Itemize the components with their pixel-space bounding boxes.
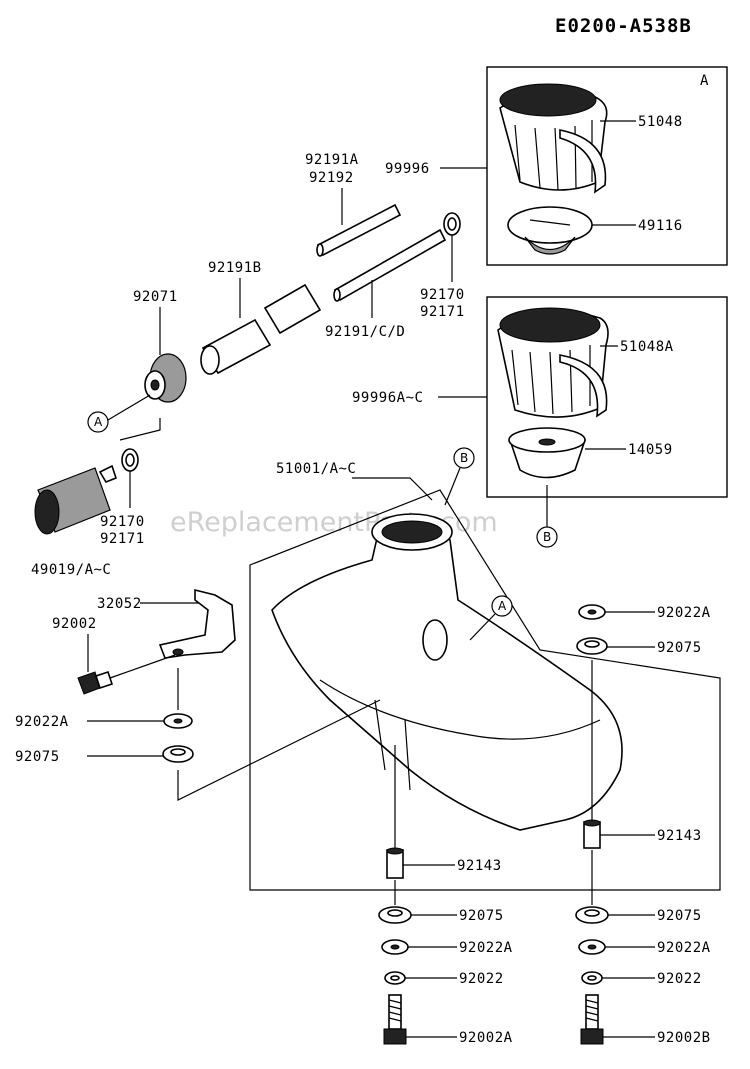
fuel-cap-51048 bbox=[499, 83, 608, 194]
label-99996A-C: 99996A~C bbox=[352, 390, 423, 406]
bracket-32052 bbox=[158, 588, 236, 659]
inset-box-a-letter: A bbox=[700, 73, 709, 89]
grommet-92075-right bbox=[576, 637, 608, 655]
label-51048: 51048 bbox=[638, 114, 683, 130]
washer-92022A-right bbox=[578, 604, 606, 620]
label-92022A-right: 92022A bbox=[657, 605, 711, 621]
washer-92022A-bottom-1 bbox=[381, 939, 409, 955]
callout-b-upper-letter: B bbox=[460, 451, 468, 465]
label-92170-mid: 92170 bbox=[100, 514, 145, 530]
label-92192: 92192 bbox=[309, 170, 354, 186]
label-92075-bottom-1: 92075 bbox=[459, 908, 504, 924]
callout-b-lower bbox=[536, 526, 558, 548]
bolt-92002 bbox=[77, 670, 114, 695]
washer-92022-bottom-2 bbox=[581, 971, 603, 985]
label-49116: 49116 bbox=[638, 218, 683, 234]
fuel-cap-51048A bbox=[497, 307, 609, 418]
grommet-92170-mid bbox=[121, 448, 139, 472]
gasket-14059 bbox=[508, 427, 587, 479]
label-92171-top: 92171 bbox=[420, 304, 465, 320]
washer-92022A-bottom-2 bbox=[578, 939, 606, 955]
gasket-49116 bbox=[507, 206, 593, 255]
label-92191B: 92191B bbox=[208, 260, 262, 276]
label-14059: 14059 bbox=[628, 442, 673, 458]
bolt-92002A bbox=[383, 994, 407, 1045]
label-92022A-left: 92022A bbox=[15, 714, 69, 730]
label-92171-mid: 92171 bbox=[100, 531, 145, 547]
callout-a-left bbox=[87, 411, 109, 433]
fuel-tube-lower bbox=[333, 228, 447, 302]
label-92075-right: 92075 bbox=[657, 640, 702, 656]
washer-92022-bottom-1 bbox=[384, 971, 406, 985]
callout-a-left-letter: A bbox=[94, 415, 103, 429]
label-92022-bottom-1: 92022 bbox=[459, 971, 504, 987]
fuel-tank-51001 bbox=[271, 513, 623, 831]
label-92002: 92002 bbox=[52, 616, 97, 632]
collar-92143-mid bbox=[386, 847, 404, 879]
label-92170-top: 92170 bbox=[420, 287, 465, 303]
label-92002A: 92002A bbox=[459, 1030, 513, 1046]
washer-92022A-left bbox=[163, 713, 193, 729]
label-99996: 99996 bbox=[385, 161, 430, 177]
callout-a-tank bbox=[491, 595, 513, 617]
label-92002B: 92002B bbox=[657, 1030, 711, 1046]
grommet-92075-left bbox=[162, 745, 194, 763]
callout-b-lower-letter: B bbox=[543, 530, 551, 544]
label-92075-left: 92075 bbox=[15, 749, 60, 765]
callout-b-upper bbox=[453, 447, 475, 469]
label-92022A-bottom-2: 92022A bbox=[657, 940, 711, 956]
label-92191CD: 92191/C/D bbox=[325, 324, 405, 340]
callout-a-tank-letter: A bbox=[498, 599, 507, 613]
fuel-fitting-92071 bbox=[144, 353, 187, 403]
inset-box-a bbox=[486, 66, 728, 266]
label-92143-right: 92143 bbox=[657, 828, 702, 844]
fuel-filter-49019 bbox=[34, 464, 117, 535]
grommet-92170-top bbox=[443, 212, 461, 236]
collar-92143-right bbox=[583, 819, 601, 849]
label-92022-bottom-2: 92022 bbox=[657, 971, 702, 987]
bolt-92002B bbox=[580, 994, 604, 1045]
fuel-tube-upper bbox=[316, 203, 402, 257]
diagram-code: E0200-A538B bbox=[555, 15, 692, 37]
label-51001: 51001/A~C bbox=[276, 461, 356, 477]
label-92143-mid: 92143 bbox=[457, 858, 502, 874]
label-49019: 49019/A~C bbox=[31, 562, 111, 578]
label-92075-bottom-2: 92075 bbox=[657, 908, 702, 924]
label-32052: 32052 bbox=[97, 596, 142, 612]
grommet-92075-bottom-2 bbox=[575, 906, 609, 924]
label-51048A: 51048A bbox=[620, 339, 674, 355]
label-92191A: 92191A bbox=[305, 152, 359, 168]
label-92071: 92071 bbox=[133, 289, 178, 305]
label-92022A-bottom-1: 92022A bbox=[459, 940, 513, 956]
fuel-tube-92191B bbox=[200, 283, 322, 375]
grommet-92075-bottom-1 bbox=[378, 906, 412, 924]
